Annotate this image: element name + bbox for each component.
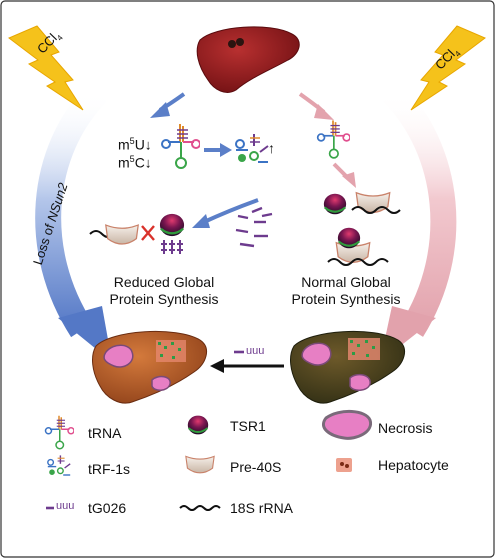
legend-18s-rrna-label: 18S rRNA: [230, 500, 294, 516]
legend-necrosis-label: Necrosis: [378, 420, 433, 436]
legend-trf1s-label: tRF-1s: [88, 461, 130, 477]
inhibition-arrow: [203, 198, 259, 224]
m5u-label: m5U↓: [118, 136, 152, 153]
legend-trna-label: tRNA: [88, 425, 122, 441]
nsun2-loss-liver-icon: [92, 331, 208, 404]
legend-tg026-label: tG026: [88, 500, 127, 516]
assembled-complex-icon: [327, 226, 389, 266]
legend-tg026-seq: uuu: [56, 500, 75, 512]
right-pre40s-icon: [355, 192, 391, 213]
tg026-cluster-icon: [235, 206, 273, 248]
reduced-synthesis-graphic: [89, 212, 186, 254]
blocked-cross-icon: [141, 225, 155, 241]
legend-tsr1-icon: [186, 414, 210, 436]
healthy-liver-icon: [196, 26, 300, 93]
legend-hepatocyte-label: Hepatocyte: [378, 457, 449, 473]
legend-pre40s-icon: [185, 455, 215, 474]
left-big-arrow: [35, 82, 108, 338]
wildtype-damaged-liver-icon: [290, 331, 406, 404]
right-tsr1-icon: [322, 192, 348, 216]
right-big-arrow: [382, 82, 457, 337]
legend-18s-rrna-icon: [179, 505, 221, 511]
legend-tsr1-label: TSR1: [230, 418, 266, 434]
m5c-label: m5C↓: [118, 154, 152, 171]
legend-pre40s-label: Pre-40S: [230, 459, 282, 475]
tg026-sequence-label: uuu: [246, 345, 265, 357]
trf-increase-arrow: ↑: [268, 140, 275, 156]
legend-hepatocyte-icon: [336, 458, 352, 472]
legend-necrosis-icon: [321, 410, 373, 440]
